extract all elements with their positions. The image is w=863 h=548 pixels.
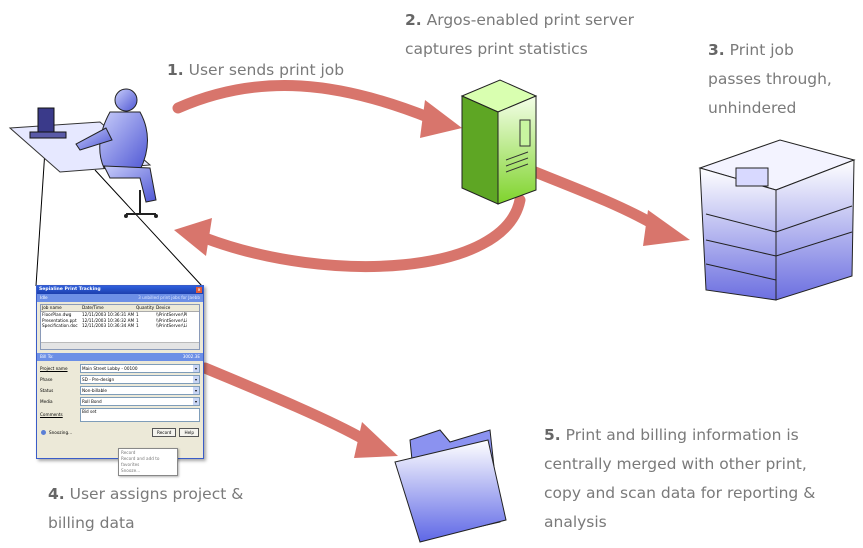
status-band-left: Idle	[40, 295, 48, 300]
step2-text-line2: captures print statistics	[405, 40, 588, 58]
job-device: \\PrintServer\Li	[156, 323, 188, 328]
wide-format-printer-icon	[698, 139, 856, 301]
step4-text-line1: User assigns project &	[69, 485, 244, 503]
arrow-app-to-folder	[199, 362, 398, 458]
chevron-down-icon[interactable]: ▾	[193, 387, 199, 394]
window-title: Sepialine Print Tracking	[39, 287, 101, 292]
step4-number: 4.	[48, 485, 65, 503]
close-icon[interactable]: ×	[196, 287, 202, 293]
media-select[interactable]: Roll Bond ▾	[80, 397, 200, 406]
window-footer: Snoozing... Record Help	[37, 427, 203, 437]
job-quantity: 1	[136, 312, 139, 317]
menu-item-snooze[interactable]: Snooze...	[121, 468, 141, 473]
bill-to-band: Bill To: 3002.3E	[37, 353, 203, 361]
status-label: Status	[40, 388, 54, 393]
bill-to-code: 3002.3E	[182, 354, 200, 359]
job-device: \\PrintServer\Li	[156, 317, 188, 323]
window-titlebar: Sepialine Print Tracking ×	[37, 286, 203, 294]
step5-label: 5. Print and billing information is cent…	[544, 421, 815, 537]
form-row-status: Status Non-billable ▾	[40, 385, 200, 396]
chevron-down-icon[interactable]: ▾	[193, 376, 199, 383]
bill-to-label: Bill To:	[40, 354, 54, 359]
step5-text-line1: Print and billing information is	[565, 426, 799, 444]
status-band: Idle 3 unbilled print jobs for Jaebb	[37, 294, 203, 302]
step2-label: 2. Argos-enabled print server captures p…	[405, 6, 634, 64]
status-text: Snoozing...	[49, 429, 73, 435]
help-button[interactable]: Help	[179, 427, 199, 437]
form-row-comments: Comments Bid set	[40, 407, 200, 422]
job-device: \\PrintServer\Pl	[156, 312, 188, 317]
step5-number: 5.	[544, 426, 561, 444]
step2-text-line1: Argos-enabled print server	[426, 11, 635, 29]
billing-form: Project name Main Street Lobby - 00100▾ …	[37, 361, 203, 424]
comments-field[interactable]: Bid set	[80, 407, 200, 422]
menu-item-record[interactable]: Record	[121, 450, 136, 455]
menu-item-record-favorites[interactable]: Record and add to favorites	[121, 456, 160, 467]
project-name-value: Main Street Lobby - 00100	[82, 366, 138, 371]
job-list[interactable]: Job name Date/Time Quantity Device Floor…	[40, 304, 200, 350]
user-at-desk-icon	[8, 88, 158, 218]
step5-text-line3: copy and scan data for reporting &	[544, 484, 816, 502]
project-name-label: Project name	[40, 366, 68, 371]
print-tracking-window: Sepialine Print Tracking × Idle 3 unbill…	[36, 285, 204, 459]
form-row-phase: Phase SD - Pre-design ▾	[40, 374, 200, 385]
job-datetime: 12/11/2003 10:36:32 AM	[82, 317, 135, 323]
column-header[interactable]: Quantity	[136, 305, 155, 310]
step5-text-line4: analysis	[544, 513, 607, 531]
media-label: Media	[40, 399, 53, 404]
status-band-right: 3 unbilled print jobs for Jaebb	[138, 295, 200, 300]
snooze-icon	[41, 429, 46, 435]
project-name-select[interactable]: Main Street Lobby - 00100 ▾	[80, 364, 200, 373]
form-row-project: Project name Main Street Lobby - 00100 ▾	[40, 363, 200, 374]
media-value: Roll Bond	[82, 399, 102, 404]
table-row[interactable]: Specification.doc 12/11/2003 10:36:34 AM…	[41, 323, 199, 329]
arrow-user-to-server	[172, 80, 462, 138]
status-select[interactable]: Non-billable ▾	[80, 386, 200, 395]
job-name: Presentation.ppt	[42, 317, 77, 323]
arrow-server-to-printer	[524, 164, 690, 246]
table-row[interactable]: FloorPlan.dwg 12/11/2003 10:36:31 AM 1 \…	[41, 312, 199, 318]
comments-label: Comments	[40, 412, 63, 417]
chevron-down-icon[interactable]: ▾	[193, 365, 199, 372]
job-datetime: 12/11/2003 10:36:31 AM	[82, 312, 135, 317]
record-dropdown-menu: Record Record and add to favorites Snooz…	[118, 448, 178, 476]
job-name: FloorPlan.dwg	[42, 312, 72, 317]
column-header[interactable]: Date/Time	[82, 305, 104, 310]
job-quantity: 1	[136, 323, 139, 328]
step1-label: 1. User sends print job	[167, 56, 344, 85]
form-row-media: Media Roll Bond ▾	[40, 396, 200, 407]
job-datetime: 12/11/2003 10:36:34 AM	[82, 323, 135, 328]
print-server-icon	[460, 79, 538, 205]
callout-line-left	[35, 149, 46, 287]
step2-number: 2.	[405, 11, 422, 29]
step3-text-line2: passes through,	[708, 70, 832, 88]
phase-label: Phase	[40, 377, 53, 382]
job-quantity: 1	[136, 317, 139, 323]
horizontal-scrollbar[interactable]	[41, 342, 199, 349]
column-header[interactable]: Device	[156, 305, 171, 310]
step3-number: 3.	[708, 41, 725, 59]
step1-text: User sends print job	[188, 61, 345, 79]
step4-label: 4. User assigns project & billing data	[48, 480, 243, 538]
record-button[interactable]: Record	[151, 427, 177, 437]
status-value: Non-billable	[82, 388, 107, 393]
job-list-header: Job name Date/Time Quantity Device	[41, 305, 199, 312]
job-name: Specification.doc	[42, 323, 78, 328]
step3-label: 3. Print job passes through, unhindered	[708, 36, 832, 123]
step1-number: 1.	[167, 61, 184, 79]
step3-text-line3: unhindered	[708, 99, 797, 117]
step4-text-line2: billing data	[48, 514, 135, 532]
folder-icon	[394, 429, 507, 543]
chevron-down-icon[interactable]: ▾	[193, 398, 199, 405]
phase-select[interactable]: SD - Pre-design ▾	[80, 375, 200, 384]
column-header[interactable]: Job name	[42, 305, 62, 310]
arrow-server-to-user	[174, 194, 526, 273]
step5-text-line2: centrally merged with other print,	[544, 455, 807, 473]
phase-value: SD - Pre-design	[82, 377, 115, 382]
callout-line-right	[94, 169, 203, 287]
step3-text-line1: Print job	[729, 41, 794, 59]
table-row[interactable]: Presentation.ppt 12/11/2003 10:36:32 AM …	[41, 318, 199, 324]
